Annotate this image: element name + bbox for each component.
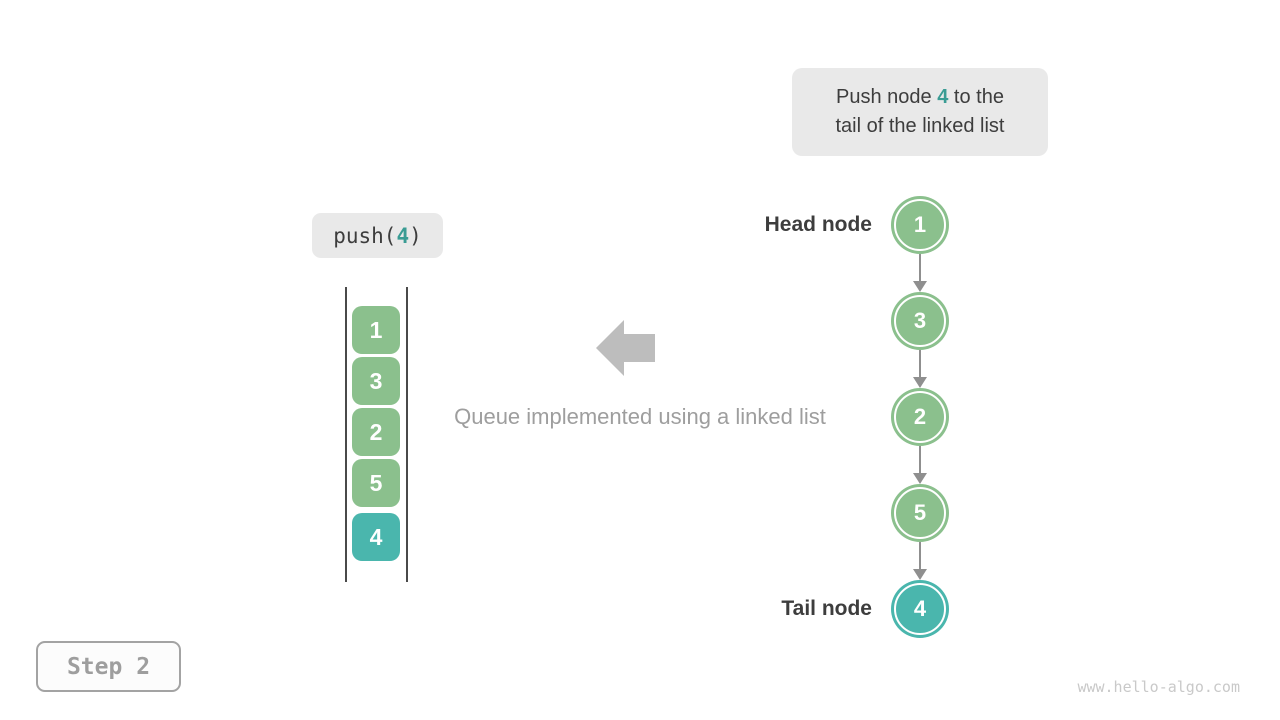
callout-line2: tail of the linked list (835, 115, 1005, 137)
stack-item: 4 (352, 513, 400, 561)
queue-rail-left (345, 287, 347, 582)
list-node-value: 5 (913, 500, 927, 525)
callout-text: to the (948, 86, 1004, 108)
stack-item: 3 (352, 357, 400, 405)
list-node: 5 (891, 484, 949, 542)
push-call-text: push( (333, 223, 397, 248)
down-arrow-icon (913, 254, 927, 292)
down-arrow-icon (913, 542, 927, 580)
linked-list: 1 3 2 5 4 (891, 196, 949, 638)
stack-item: 5 (352, 459, 400, 507)
down-arrow-icon (913, 350, 927, 388)
list-node: 1 (891, 196, 949, 254)
caption: Queue implemented using a linked list (454, 404, 826, 429)
watermark: www.hello-algo.com (1077, 678, 1240, 696)
step-badge: Step 2 (36, 641, 181, 692)
callout-line1: Push node 4 to the (836, 83, 1004, 112)
stack-item: 1 (352, 306, 400, 354)
tail-node-label: Tail node (781, 597, 872, 620)
callout-text: Push node (836, 86, 938, 108)
list-node-value: 3 (913, 308, 927, 333)
list-node: 2 (891, 388, 949, 446)
head-node-label: Head node (764, 213, 872, 236)
push-call-text: ) (409, 223, 422, 248)
list-node: 3 (891, 292, 949, 350)
push-call-value: 4 (396, 223, 410, 248)
left-arrow-icon (596, 320, 655, 376)
stack-item: 2 (352, 408, 400, 456)
list-node-value: 4 (913, 596, 927, 621)
push-call-label: push(4) (312, 213, 443, 258)
down-arrow-icon (913, 446, 927, 484)
list-node-value: 1 (913, 212, 927, 237)
list-node: 4 (891, 580, 949, 638)
queue-rail-right (406, 287, 408, 582)
callout-bubble: Push node 4 to the tail of the linked li… (792, 68, 1048, 156)
callout-value: 4 (937, 86, 949, 108)
list-node-value: 2 (913, 404, 927, 429)
